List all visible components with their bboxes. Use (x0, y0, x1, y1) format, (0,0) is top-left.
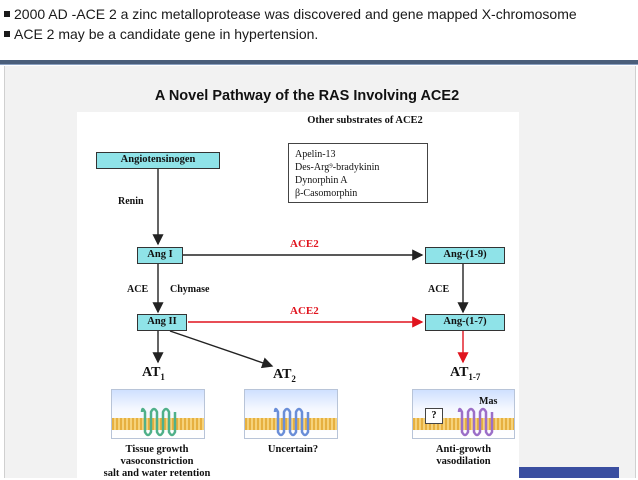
renin-label: Renin (118, 196, 144, 207)
at1-receptor-cell (111, 389, 205, 439)
outcome-at1: Tissue growth vasoconstriction salt and … (103, 444, 211, 479)
outcome-at17: Anti-growth vasodilation (435, 444, 492, 467)
slide-footer-strip (519, 467, 619, 478)
outcome-at2: Uncertain? (267, 444, 319, 455)
substrate-item: Dynorphin A (295, 175, 348, 186)
angiotensinogen-box: Angiotensinogen (96, 152, 220, 169)
ace-label-left: ACE (127, 284, 149, 295)
substrate-item: Apelin-13 (295, 149, 336, 160)
ang17-box: Ang-(1-7) (425, 314, 505, 331)
ace2-label-bottom: ACE2 (290, 305, 319, 317)
bullet-text: 2000 AD -ACE 2 a zinc metalloprotease wa… (14, 6, 577, 22)
other-substrates-title: Other substrates of ACE2 (307, 115, 423, 126)
bullet-list: 2000 AD -ACE 2 a zinc metalloprotease wa… (4, 4, 634, 44)
at2-receptor-label: AT2 (273, 367, 296, 384)
at2-receptor-cell (244, 389, 338, 439)
ang2-box: Ang II (137, 314, 187, 331)
bullet-text: ACE 2 may be a candidate gene in hyperte… (14, 26, 319, 42)
bullet-item: 2000 AD -ACE 2 a zinc metalloprotease wa… (4, 4, 634, 24)
bullet-marker-icon (4, 11, 10, 18)
mas-receptor-cell: ? Mas (412, 389, 515, 439)
ang19-box: Ang-(1-9) (425, 247, 505, 264)
mas-label: Mas (479, 396, 498, 407)
diagram-title: A Novel Pathway of the RAS Involving ACE… (154, 88, 460, 104)
divider (0, 64, 638, 65)
receptor-icon (140, 407, 177, 437)
substrate-item: Des-Arg⁹-bradykinin (295, 162, 380, 173)
substrate-item: β-Casomorphin (295, 188, 358, 199)
ace-label-right: ACE (428, 284, 450, 295)
divider (0, 60, 638, 64)
receptor-icon (457, 407, 494, 437)
ang1-box: Ang I (137, 247, 183, 264)
at17-receptor-label: AT1-7 (450, 365, 481, 382)
ace2-label-top: ACE2 (290, 238, 319, 250)
at1-receptor-label: AT1 (142, 365, 165, 382)
chymase-label: Chymase (170, 284, 210, 295)
receptor-icon (273, 407, 310, 437)
bullet-item: ACE 2 may be a candidate gene in hyperte… (4, 24, 634, 44)
bullet-marker-icon (4, 31, 10, 38)
unknown-receptor-box: ? (425, 408, 443, 424)
other-substrates-box: Apelin-13 Des-Arg⁹-bradykinin Dynorphin … (288, 143, 428, 203)
